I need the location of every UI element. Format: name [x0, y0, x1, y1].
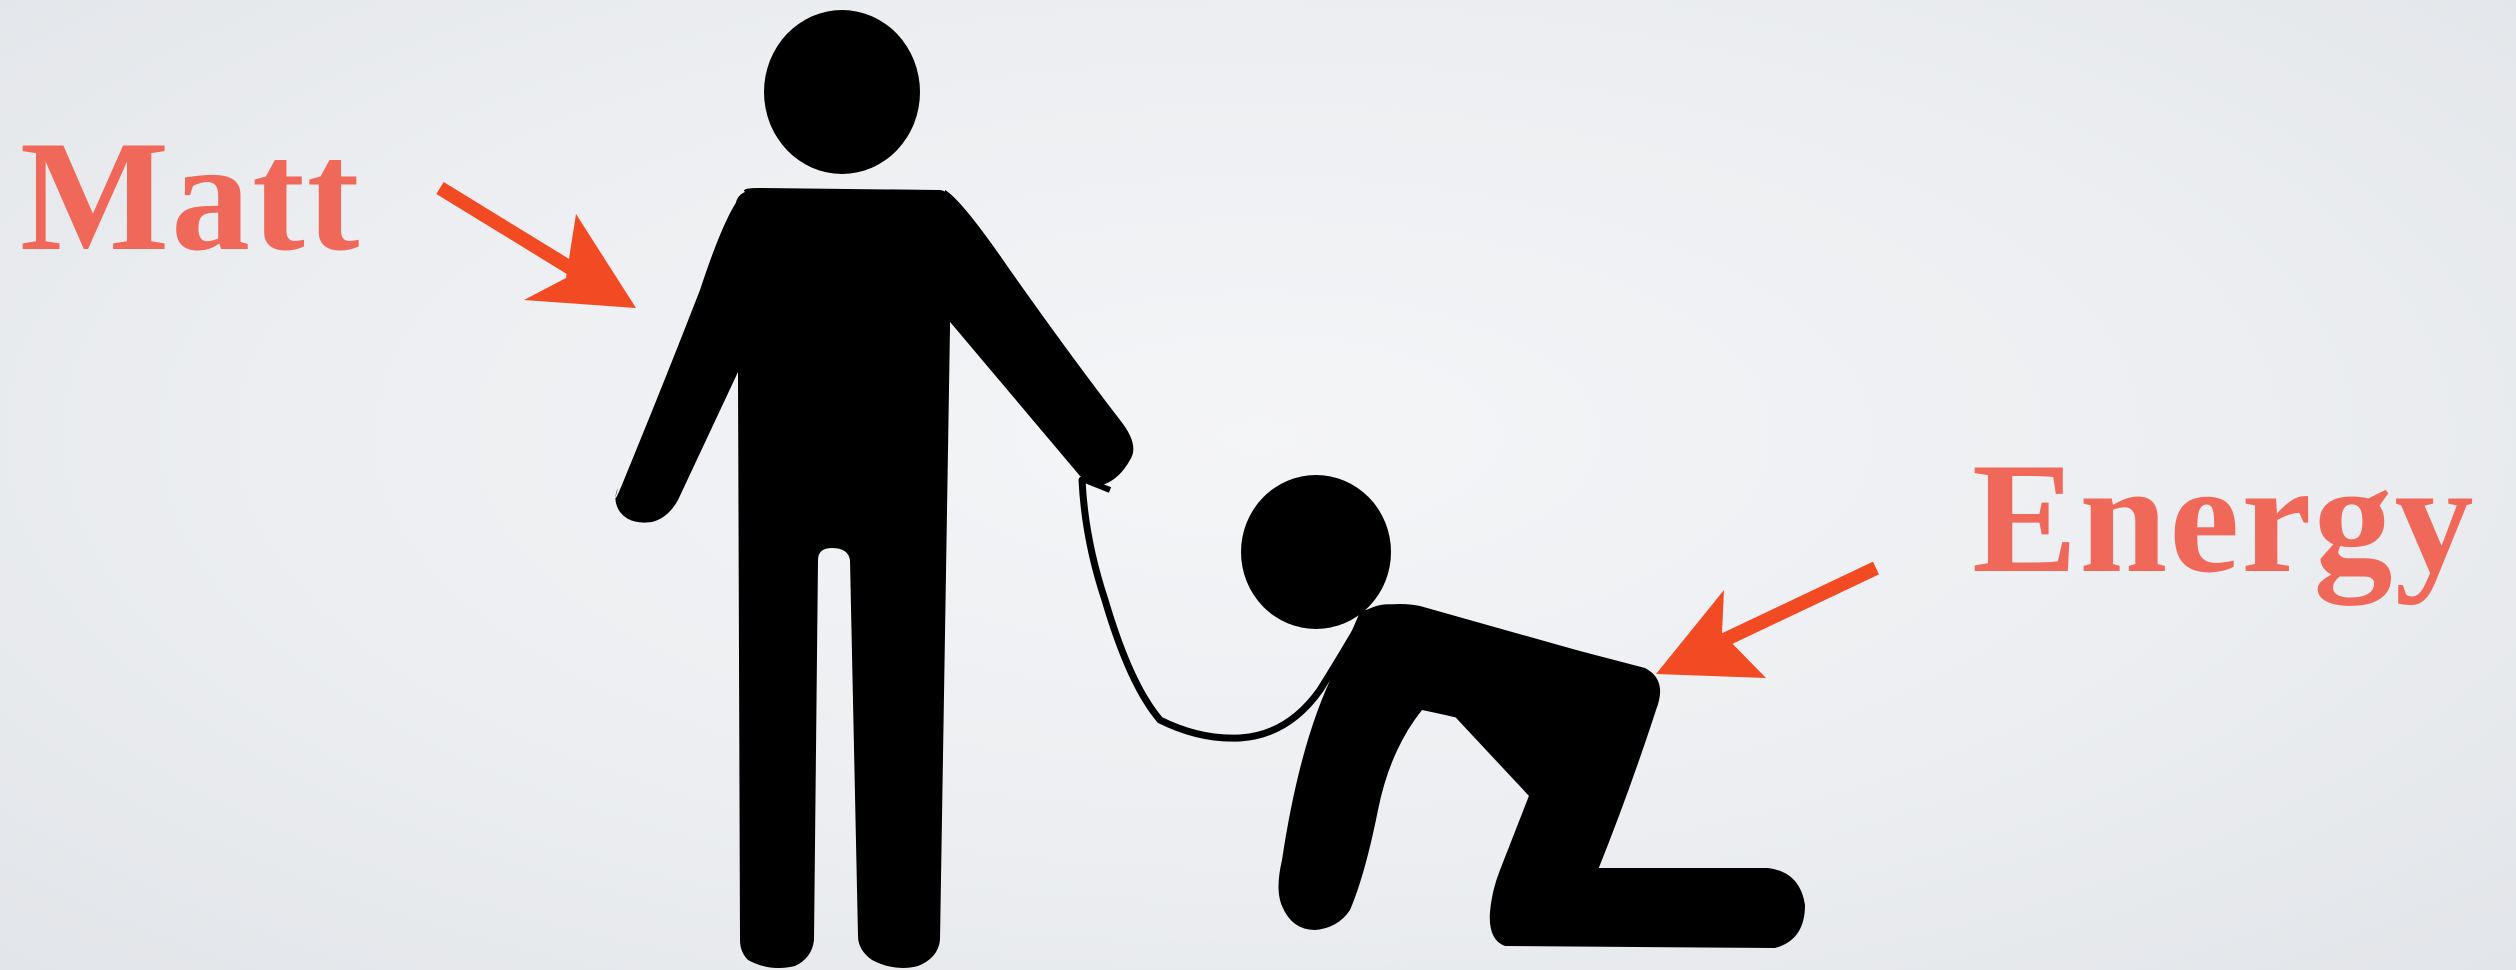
- matt-label: Matt: [20, 118, 361, 276]
- arrow-icon: [440, 188, 636, 308]
- crawling-person-icon: [1241, 475, 1805, 948]
- standing-person-icon: [615, 10, 1133, 968]
- energy-label: Energy: [1972, 440, 2476, 598]
- arrow-icon: [1656, 568, 1876, 678]
